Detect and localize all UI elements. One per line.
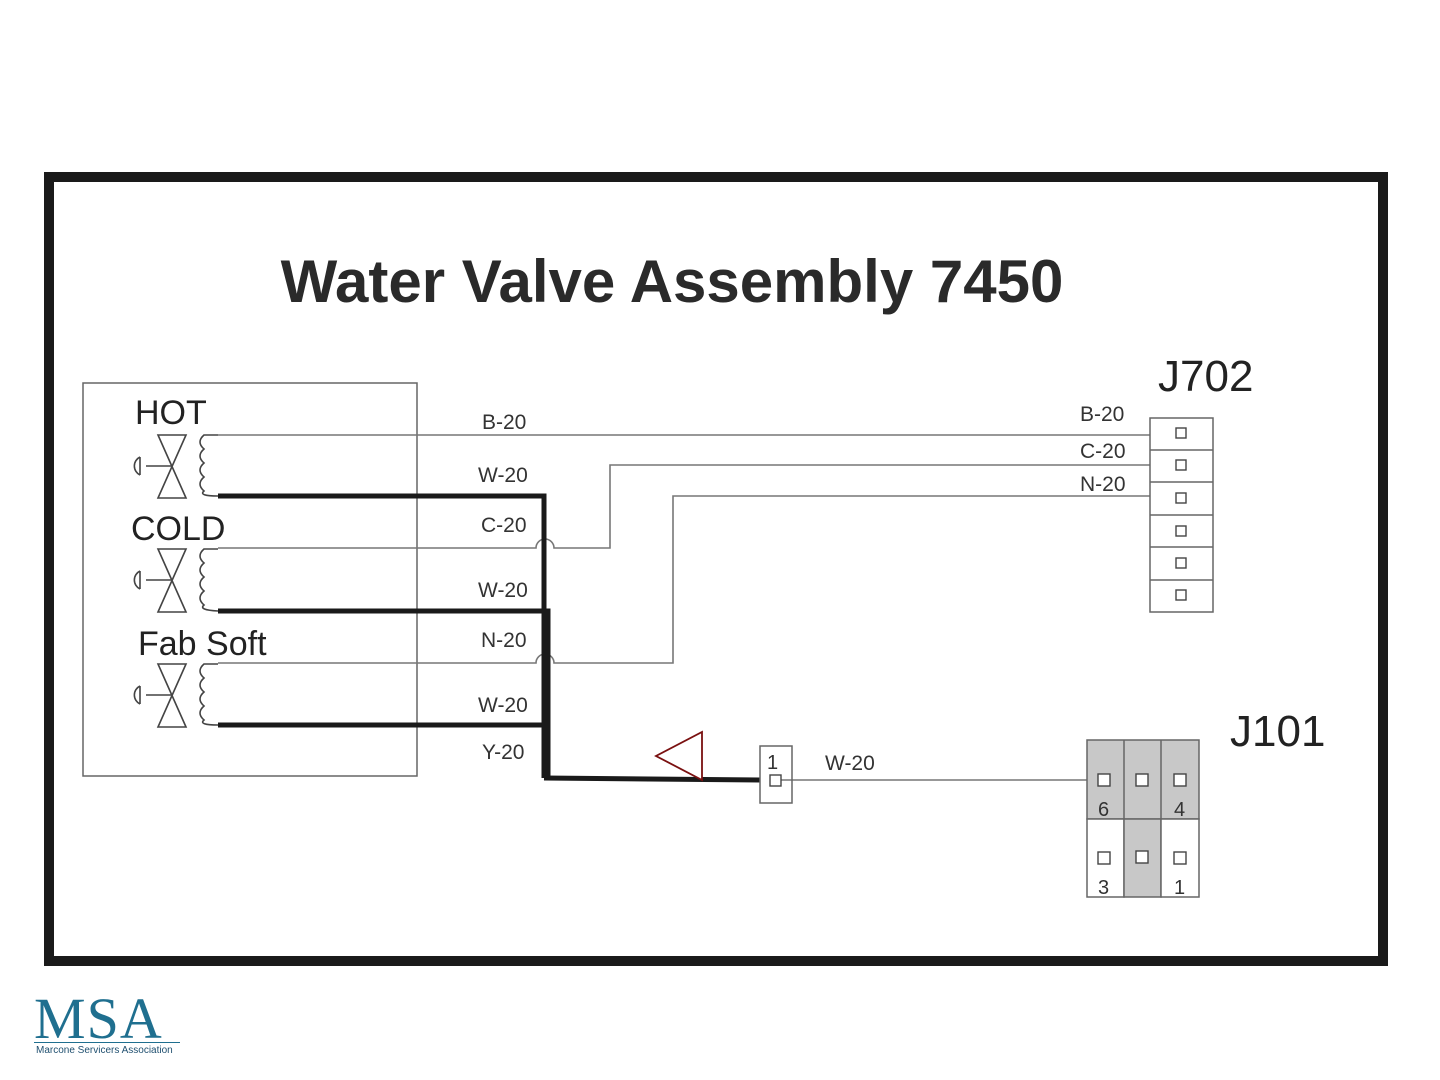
j702-pin <box>1176 558 1186 568</box>
inline-connector-pin-label: 1 <box>767 752 778 774</box>
valve-label-hot: HOT <box>135 394 207 432</box>
j101-wire-label-w20: W-20 <box>825 752 875 775</box>
j702-pin <box>1176 590 1186 600</box>
msa-logo-subtitle: Marcone Servicers Association <box>36 1045 173 1056</box>
j101-pin <box>1136 774 1148 786</box>
j702-pin <box>1176 460 1186 470</box>
j101-pin <box>1174 774 1186 786</box>
msa-logo-rule <box>34 1042 180 1043</box>
j702-pin <box>1176 493 1186 503</box>
j702-label-b20: B-20 <box>1080 403 1124 426</box>
wire-label-hot-b: B-20 <box>482 411 526 434</box>
j702-pin <box>1176 428 1186 438</box>
j101-pin <box>1136 851 1148 863</box>
valve-label-cold: COLD <box>131 510 225 548</box>
j101-pin-label-1: 1 <box>1174 877 1185 899</box>
j101-pin <box>1174 852 1186 864</box>
j101-pin-label-3: 3 <box>1098 877 1109 899</box>
diagram-title: Water Valve Assembly 7450 <box>281 248 1064 315</box>
connector-label-j101: J101 <box>1230 707 1325 756</box>
wire-label-common-y: Y-20 <box>482 741 524 764</box>
wire-label-cold-w: W-20 <box>478 579 528 602</box>
j101-pin <box>1098 852 1110 864</box>
wire-label-cold-c: C-20 <box>481 514 527 537</box>
msa-logo-mark: MSA <box>34 990 163 1048</box>
j101-pin <box>1098 774 1110 786</box>
valve-label-fab-soft: Fab Soft <box>138 625 267 663</box>
j101-pin-label-6: 6 <box>1098 799 1109 821</box>
wire-label-hot-w: W-20 <box>478 464 528 487</box>
j101-pin-label-4: 4 <box>1174 799 1185 821</box>
wire-label-fab-w: W-20 <box>478 694 528 717</box>
msa-logo: MSA Marcone Servicers Association <box>34 990 184 1070</box>
wire-y20-common <box>544 778 760 780</box>
wire-label-fab-n: N-20 <box>481 629 527 652</box>
j702-label-c20: C-20 <box>1080 440 1126 463</box>
j702-label-n20: N-20 <box>1080 473 1126 496</box>
j702-pin <box>1176 526 1186 536</box>
connector-label-j702: J702 <box>1158 352 1253 401</box>
